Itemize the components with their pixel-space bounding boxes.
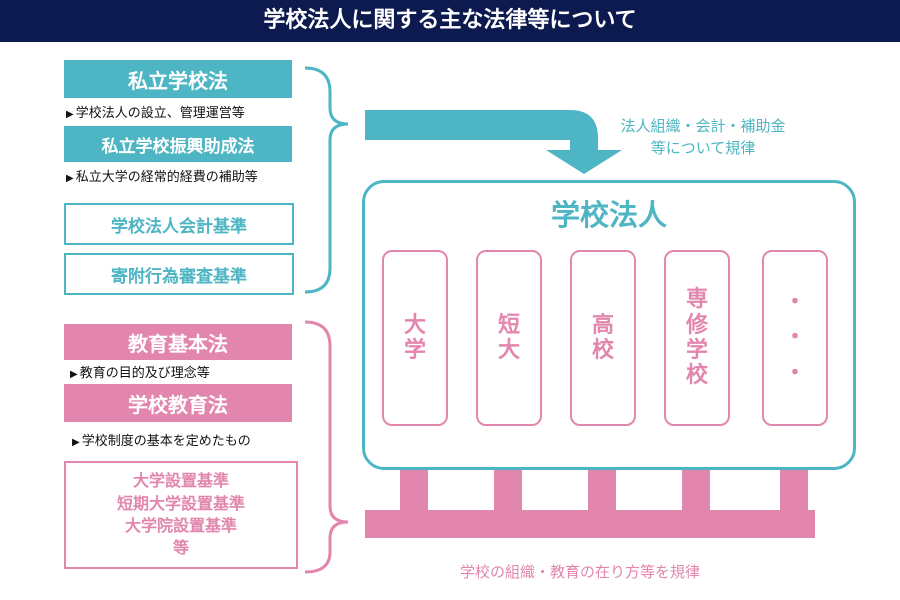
standards-etc: 等 xyxy=(172,538,189,558)
school-high-school-char: 高 xyxy=(591,312,614,338)
top-caption: 法人組織・会計・補助金 等について規律 xyxy=(618,116,788,160)
teal-brace xyxy=(304,66,349,294)
standard-graduate-school-establishment: 大学院設置基準 xyxy=(124,516,237,535)
school-high-school: 高 校 xyxy=(570,250,636,426)
law-private-school-act: 私立学校法 xyxy=(64,60,292,98)
establishment-standards-box: 大学設置基準 短期大学設置基準 大学院設置基準 等 xyxy=(64,461,298,569)
school-specialized-training-char: 校 xyxy=(685,363,708,389)
school-others-dot: ・ xyxy=(783,325,806,351)
school-junior-college-char: 短 xyxy=(497,312,520,338)
school-university-char: 大 xyxy=(403,312,426,338)
school-specialized-training-char: 専 xyxy=(685,287,708,313)
top-caption-line1: 法人組織・会計・補助金 xyxy=(620,117,786,135)
law-school-education-act: 学校教育法 xyxy=(64,384,292,422)
pink-brace xyxy=(304,320,349,574)
top-caption-line2: 等について規律 xyxy=(650,138,756,157)
standard-endowment-review: 寄附行為審査基準 xyxy=(64,253,294,295)
pink-arrow-base xyxy=(365,510,815,538)
law-basic-education-act-note: 教育の目的及び理念等 xyxy=(70,362,210,381)
school-specialized-training-char: 学 xyxy=(685,338,708,363)
school-others: ・ ・ ・ xyxy=(762,250,828,426)
law-private-school-promotion-subsidy-act: 私立学校振興助成法 xyxy=(64,126,292,162)
page-title: 学校法人に関する主な法律等について xyxy=(0,0,900,42)
law-private-school-promotion-subsidy-act-note: 私立大学の経常的経費の補助等 xyxy=(66,166,258,185)
school-others-dot: ・ xyxy=(783,360,806,386)
law-basic-education-act: 教育基本法 xyxy=(64,324,292,360)
bottom-caption: 学校の組織・教育の在り方等を規律 xyxy=(459,563,700,581)
school-specialized-training-char: 修 xyxy=(685,312,708,338)
standard-junior-college-establishment: 短期大学設置基準 xyxy=(116,493,245,513)
law-school-education-act-note: 学校制度の基本を定めたもの xyxy=(72,430,251,449)
standard-university-establishment: 大学設置基準 xyxy=(132,471,229,491)
school-corporation-title: 学校法人 xyxy=(550,198,667,232)
school-specialized-training: 専 修 学 校 xyxy=(664,250,730,426)
law-private-school-act-note: 学校法人の設立、管理運営等 xyxy=(66,102,245,121)
school-others-dot: ・ xyxy=(783,290,806,316)
teal-arrow xyxy=(365,110,622,174)
school-high-school-char: 校 xyxy=(591,338,614,363)
standard-accounting: 学校法人会計基準 xyxy=(64,203,294,245)
school-university-char: 学 xyxy=(403,338,426,363)
school-university: 大 学 xyxy=(382,250,448,426)
school-junior-college-char: 大 xyxy=(497,338,520,363)
school-junior-college: 短 大 xyxy=(476,250,542,426)
